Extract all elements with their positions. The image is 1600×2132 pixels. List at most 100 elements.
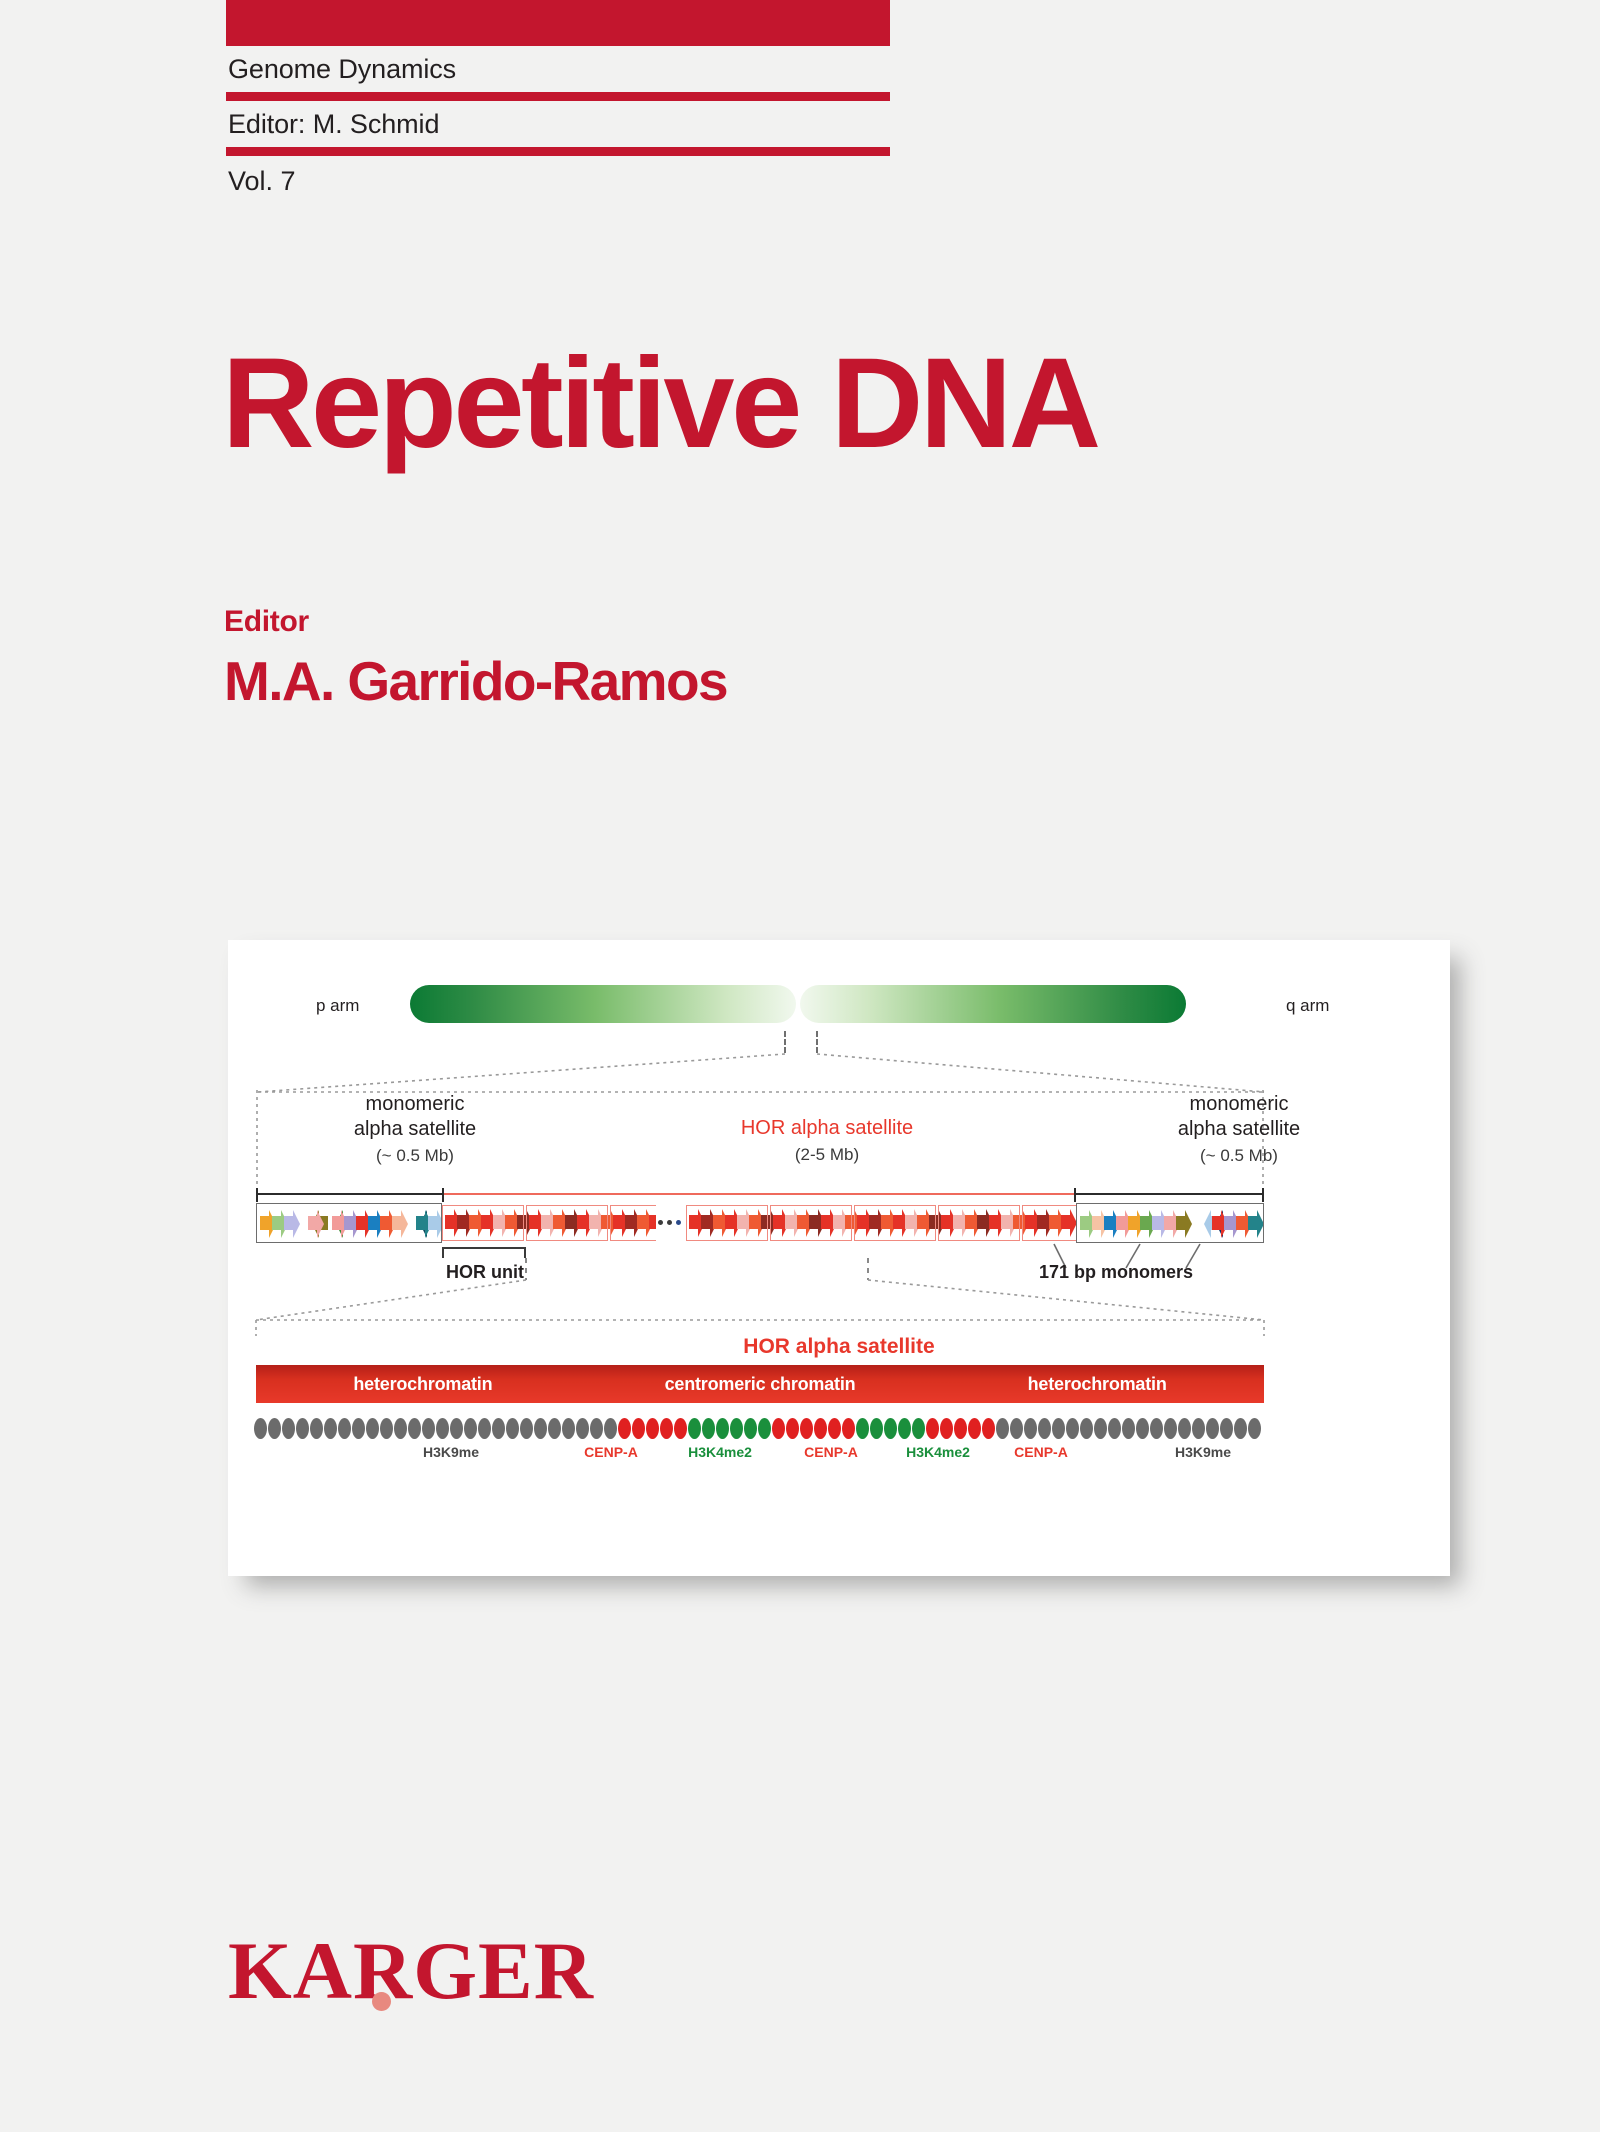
satellite-caption-hor: HOR alpha satellite (2-5 Mb) (632, 1116, 1022, 1165)
satellite-right-line2: alpha satellite (1177, 1117, 1301, 1140)
nucleosome (1080, 1418, 1093, 1439)
chromosome-p-arm (410, 985, 796, 1023)
figure-inner: p arm q arm monomeric alpha satellite (~… (228, 940, 1450, 1576)
satellite-caption-right: monomeric alpha satellite (~ 0.5 Mb) (1094, 1092, 1384, 1166)
nucleosome (1150, 1418, 1163, 1439)
extent-rule-right (1076, 1193, 1264, 1195)
nucleosome (982, 1418, 995, 1439)
nucleosome (576, 1418, 589, 1439)
histone-mark-label: H3K4me2 (906, 1444, 970, 1460)
editor-block: Editor M.A. Garrido-Ramos (224, 605, 729, 712)
nucleosome (688, 1418, 701, 1439)
satellite-right-line1: monomeric (1189, 1093, 1289, 1115)
nucleosome (660, 1418, 673, 1439)
nucleosome (1094, 1418, 1107, 1439)
satellite-left-line1: monomeric (365, 1093, 465, 1115)
hor-track-right (686, 1203, 1076, 1243)
track-ellipsis (658, 1220, 684, 1226)
region-extent-rules (228, 1188, 1450, 1202)
nucleosome (912, 1418, 925, 1439)
series-editor: Editor: M. Schmid (228, 109, 440, 139)
hor-unit-frame (770, 1205, 852, 1241)
monomer-arrow (1248, 1208, 1263, 1240)
nucleosome (1038, 1418, 1051, 1439)
expansion-lines-bottom (255, 1258, 1265, 1336)
nucleosome (268, 1418, 281, 1439)
nucleosome (1220, 1418, 1233, 1439)
nucleosome (744, 1418, 757, 1439)
nucleosome (716, 1418, 729, 1439)
nucleosome (1052, 1418, 1065, 1439)
nucleosome (926, 1418, 939, 1439)
nucleosome (1206, 1418, 1219, 1439)
satellite-hor-line1: HOR alpha satellite (740, 1117, 914, 1139)
karger-logo-dot (372, 1992, 391, 2011)
nucleosome (562, 1418, 575, 1439)
nucleosome (870, 1418, 883, 1439)
satellite-left-size: (~ 0.5 Mb) (376, 1145, 454, 1165)
histone-mark-label: H3K9me (422, 1444, 480, 1460)
histone-mark-label: H3K9me (1174, 1444, 1232, 1460)
series-volume: Vol. 7 (228, 166, 296, 196)
nucleosome (506, 1418, 519, 1439)
ellipsis-dot (667, 1220, 672, 1225)
nucleosome (814, 1418, 827, 1439)
series-rule-2 (226, 147, 890, 156)
editor-name: M.A. Garrido-Ramos (224, 650, 729, 712)
hor-unit-frame (686, 1205, 768, 1241)
nucleosome (1248, 1418, 1261, 1439)
nucleosome (618, 1418, 631, 1439)
extent-rule-hor (444, 1193, 1074, 1195)
nucleosome (464, 1418, 477, 1439)
ellipsis-dot (658, 1220, 663, 1225)
nucleosome (1108, 1418, 1121, 1439)
hor-unit-bracket (442, 1247, 526, 1259)
nucleosome (996, 1418, 1009, 1439)
hor-unit-frame (938, 1205, 1020, 1241)
extent-cap-a (256, 1188, 258, 1202)
nucleosome (338, 1418, 351, 1439)
nucleosome (772, 1418, 785, 1439)
nucleosome (674, 1418, 687, 1439)
nucleosome (1024, 1418, 1037, 1439)
nucleosome (436, 1418, 449, 1439)
monomer-size-label: 171 bp monomers (1038, 1262, 1194, 1282)
histone-mark-label: H3K4me2 (688, 1444, 752, 1460)
monomeric-track-right (1076, 1203, 1264, 1243)
monomer-arrow (392, 1208, 408, 1240)
chromatin-segment-centromeric: centromeric chromatin (664, 1373, 856, 1394)
nucleosome (590, 1418, 603, 1439)
nucleosome (492, 1418, 505, 1439)
chromosome-ideogram: p arm q arm (228, 985, 1450, 1053)
book-title: Repetitive DNA (222, 332, 1101, 475)
nucleosome (758, 1418, 771, 1439)
nucleosome (310, 1418, 323, 1439)
hor-unit-frame (526, 1205, 608, 1241)
nucleosome (702, 1418, 715, 1439)
monomer-arrow (284, 1208, 300, 1240)
histone-mark-label: CENP-A (1014, 1444, 1068, 1460)
monomeric-track-left (256, 1203, 442, 1243)
nucleosome (1164, 1418, 1177, 1439)
centromere-tick-left (784, 1031, 788, 1053)
nucleosome (800, 1418, 813, 1439)
nucleosome (828, 1418, 841, 1439)
hor-unit-frame (1022, 1205, 1076, 1241)
series-rule-1 (226, 92, 890, 101)
nucleosome (786, 1418, 799, 1439)
nucleosome (1192, 1418, 1205, 1439)
monomer-arrow (1061, 1207, 1076, 1239)
nucleosome (422, 1418, 435, 1439)
series-header: Genome Dynamics Editor: M. Schmid Vol. 7 (226, 0, 890, 195)
monomer-arrow (308, 1208, 324, 1240)
nucleosome (408, 1418, 421, 1439)
extent-cap-c (1074, 1188, 1076, 1202)
hor-track-left (442, 1203, 656, 1243)
publisher-name: KARGER (228, 1925, 594, 2016)
nucleosome (898, 1418, 911, 1439)
nucleosome (254, 1418, 267, 1439)
nucleosome (1122, 1418, 1135, 1439)
editor-label: Editor (224, 605, 309, 638)
chromatin-segment-heterochromatin-right: heterochromatin (1027, 1373, 1167, 1394)
q-arm-label: q arm (1286, 996, 1330, 1015)
